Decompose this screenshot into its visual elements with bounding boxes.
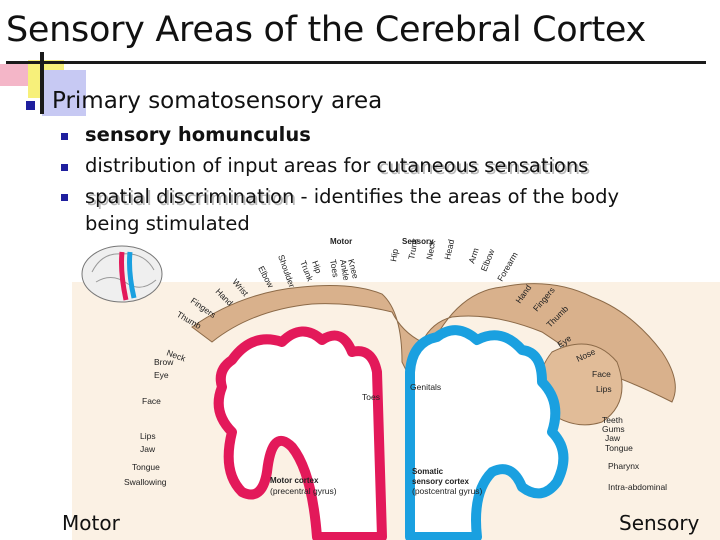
- spatial-rest-text: - identifies the areas of the body: [294, 185, 620, 208]
- title-vertical-rule: [40, 52, 44, 114]
- sensory-label-neck: Neck: [424, 239, 437, 261]
- homunculus-body: [191, 283, 676, 403]
- sub-bullet-square-icon: [61, 133, 68, 140]
- sensory-label-lips: Lips: [596, 384, 612, 394]
- caption-sensory: Sensory: [619, 511, 700, 535]
- sensory-label-intra-abdominal: Intra-abdominal: [608, 482, 667, 492]
- sensory-cortex-subtitle: (postcentral gyrus): [412, 486, 483, 496]
- slide-title: Sensory Areas of the Cerebral Cortex: [6, 10, 646, 50]
- motor-label-face: Face: [142, 396, 161, 406]
- decor-blue-block: [42, 70, 86, 116]
- sub-bullet-spatial: spatial discrimination - identifies the …: [85, 185, 619, 208]
- sensory-label-hip: Hip: [388, 248, 400, 263]
- motor-label-toes: Toes: [328, 259, 341, 278]
- motor-cortex-shape: [213, 326, 387, 540]
- distribution-text: distribution of input areas for: [85, 154, 377, 177]
- sensory-label-genitals: Genitals: [410, 382, 441, 392]
- decor-pink-block: [0, 64, 28, 86]
- title-rule: [6, 61, 706, 64]
- cutaneous-sensations-text: cutaneous sensations: [376, 154, 589, 177]
- sensory-label-jaw: Jaw: [605, 433, 621, 443]
- motor-label-hip: Hip: [310, 259, 324, 275]
- sub-bullet-square-icon: [61, 194, 68, 201]
- spatial-discrimination-text: spatial discrimination: [85, 185, 295, 208]
- motor-label-toes-bottom: Toes: [362, 392, 380, 402]
- sensory-label-teeth: Teeth: [602, 415, 623, 425]
- caption-motor: Motor: [62, 511, 120, 535]
- sub-bullet-square-icon: [61, 164, 68, 171]
- sensory-label-pharynx: Pharynx: [608, 461, 640, 471]
- motor-label-lips: Lips: [140, 431, 156, 441]
- sensory-label-head: Head: [442, 238, 456, 260]
- sensory-cortex-shape: [405, 325, 569, 540]
- sensory-label-arm: Arm: [466, 247, 480, 265]
- sensory-label-gums: Gums: [602, 424, 625, 434]
- sensory-cortex-title-1: Somatic: [412, 467, 444, 476]
- motor-label-jaw: Jaw: [140, 444, 156, 454]
- header-sensory: Sensory: [402, 237, 434, 246]
- motor-cortex-subtitle: (precentral gyrus): [270, 486, 337, 496]
- sensory-cortex-title-2: sensory cortex: [412, 477, 469, 486]
- motor-label-swallowing: Swallowing: [124, 477, 167, 487]
- sub-bullet-spatial-continued: being stimulated: [85, 212, 250, 235]
- sensory-label-face: Face: [592, 369, 611, 379]
- motor-label-brow: Brow: [154, 357, 174, 367]
- motor-label-ankle: Ankle: [338, 259, 352, 282]
- bullet-square-icon: [26, 101, 35, 110]
- bullet-primary-somatosensory: Primary somatosensory area: [52, 88, 383, 114]
- motor-label-eye: Eye: [154, 370, 169, 380]
- sub-bullet-distribution: distribution of input areas for cutaneou…: [85, 154, 588, 177]
- homunculus-figure: Motor Sensory Toes Ankle Knee Hip Trunk …: [72, 232, 720, 540]
- sensory-label-trunk: Trunk: [406, 237, 420, 261]
- motor-label-tongue: Tongue: [132, 462, 160, 472]
- brain-icon: [81, 245, 163, 303]
- header-motor: Motor: [330, 237, 352, 246]
- sensory-label-elbow: Elbow: [479, 247, 497, 273]
- sensory-label-tongue: Tongue: [605, 443, 633, 453]
- sub-bullet-homunculus: sensory homunculus: [85, 123, 311, 146]
- sensory-label-forearm: Forearm: [495, 250, 520, 283]
- motor-cortex-title: Motor cortex: [270, 476, 319, 485]
